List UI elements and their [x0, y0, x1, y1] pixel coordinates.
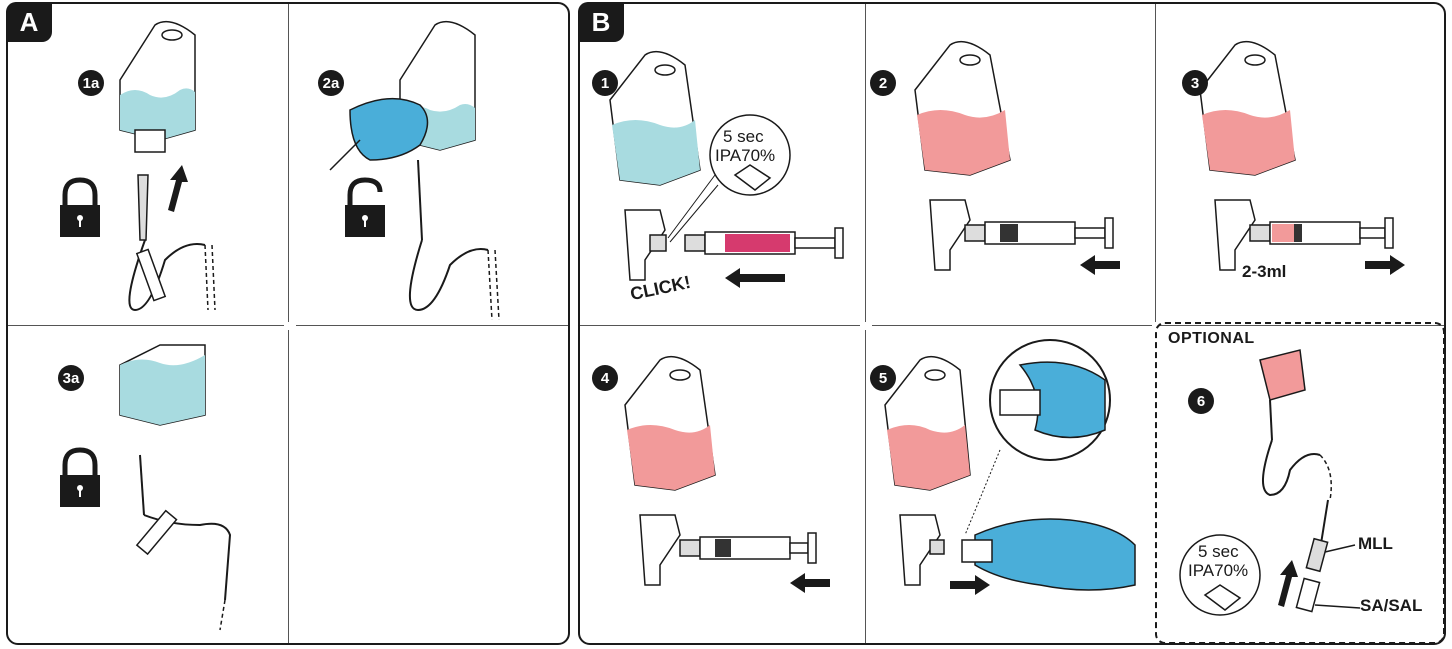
syringe	[1249, 217, 1394, 249]
connector	[649, 234, 667, 252]
syringe	[964, 217, 1114, 249]
panel-b-divider-vertical	[1155, 4, 1156, 322]
syringe	[684, 227, 844, 259]
lock-closed-icon	[60, 447, 100, 507]
step-badge: 6	[1188, 388, 1214, 414]
mll-label: MLL	[1358, 534, 1393, 553]
step-b1-illustration	[609, 50, 844, 288]
right-arrow-icon	[950, 575, 990, 595]
wipe-duration-label: 5 sec	[723, 127, 764, 146]
blood-fluid	[1202, 110, 1295, 175]
step-b4: 4	[590, 335, 860, 640]
panel-a: A	[6, 2, 570, 645]
panel-a-divider-vertical	[288, 4, 289, 322]
optional-label: OPTIONAL	[1168, 330, 1255, 347]
panel-b-divider-horizontal	[1160, 325, 1444, 326]
panel-b-divider-horizontal	[580, 325, 860, 326]
left-arrow-icon	[725, 268, 785, 288]
lock-closed-icon	[60, 177, 100, 237]
sample-holder	[929, 199, 971, 271]
step-b4-illustration	[624, 355, 830, 593]
right-arrow-icon	[1365, 255, 1405, 275]
step-1a-illustration	[60, 20, 216, 312]
optional-region	[1155, 322, 1445, 644]
panel-b: B	[578, 2, 1446, 645]
step-b3: 3 2-3ml	[1160, 10, 1440, 320]
lock-open-icon	[345, 177, 385, 237]
panel-b-divider-horizontal	[872, 325, 1152, 326]
step-b5: 5	[870, 335, 1150, 640]
connector	[929, 539, 945, 555]
step-b3-illustration	[1199, 40, 1405, 275]
step-b5-illustration	[884, 339, 1136, 595]
step-badge: 4	[592, 365, 618, 391]
wipe-callout	[709, 114, 791, 196]
step-1a: 1a	[60, 10, 280, 320]
volume-label: 2-3ml	[1242, 262, 1287, 281]
sample-holder	[1214, 199, 1256, 271]
blood-fluid	[917, 110, 1010, 175]
step-2a-illustration	[329, 20, 500, 321]
glove-hand	[349, 97, 429, 161]
step-b6-illustration	[1179, 349, 1361, 616]
sample-holder	[624, 209, 666, 281]
wipe-pad-icon	[1203, 584, 1242, 611]
step-badge: 3a	[58, 365, 84, 391]
saline-fluid	[120, 88, 195, 140]
sample-holder	[899, 514, 941, 586]
step-b2: 2	[870, 10, 1150, 320]
up-arrow-icon	[168, 165, 188, 212]
step-b1: 1 5 sec IPA70% CLICK!	[590, 10, 860, 320]
step-badge: 2a	[318, 70, 344, 96]
mll-connector	[1305, 537, 1329, 573]
wipe-solution-label: IPA70%	[1188, 561, 1249, 580]
saline-fluid	[120, 355, 205, 425]
step-badge: 1	[592, 70, 618, 96]
panel-a-divider-horizontal	[8, 325, 284, 326]
wipe-solution-label: IPA70%	[715, 146, 776, 165]
step-b6: OPTIONAL 6 5 sec IPA70% MLL SA/SAL	[1160, 330, 1440, 640]
left-arrow-icon	[1080, 255, 1120, 275]
step-badge: 5	[870, 365, 896, 391]
step-badge: 3	[1182, 70, 1208, 96]
blood-fluid	[627, 425, 715, 490]
wipe-pad-icon	[733, 164, 772, 191]
panel-a-divider-horizontal	[296, 325, 568, 326]
step-3a: 3a	[58, 335, 280, 640]
step-3a-illustration	[60, 344, 232, 631]
wipe-callout	[1179, 534, 1261, 616]
blood-fluid	[887, 425, 970, 490]
panel-a-tab: A	[6, 2, 52, 42]
step-2a: 2a	[300, 10, 560, 321]
step-badge: 1a	[78, 70, 104, 96]
sample-holder	[639, 514, 681, 586]
glove-hand	[974, 518, 1136, 591]
left-arrow-icon	[790, 573, 830, 593]
panel-a-divider-vertical	[288, 330, 289, 643]
panel-b-tab: B	[578, 2, 624, 42]
sasal-label: SA/SAL	[1360, 596, 1423, 615]
sasal-adapter	[1295, 577, 1321, 613]
step-b2-illustration	[914, 40, 1120, 275]
syringe	[679, 532, 817, 564]
step-badge: 2	[870, 70, 896, 96]
up-arrow-icon	[1278, 560, 1298, 607]
saline-fluid	[612, 120, 700, 185]
wipe-duration-label: 5 sec	[1198, 542, 1239, 561]
panel-b-divider-vertical	[865, 4, 866, 322]
drip-connector	[137, 174, 149, 241]
panel-b-divider-vertical	[865, 330, 866, 643]
iv-bag	[1259, 349, 1306, 401]
